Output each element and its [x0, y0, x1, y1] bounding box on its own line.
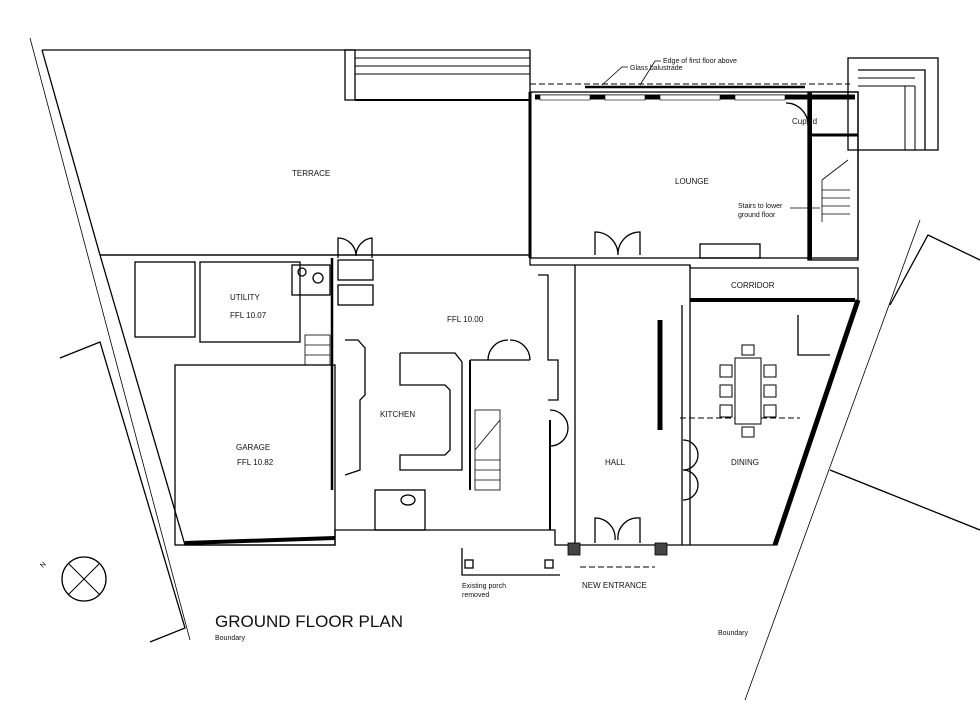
entrance-doors [594, 517, 641, 543]
corridor-label: CORRIDOR [731, 281, 775, 290]
plan-title: GROUND FLOOR PLAN [215, 612, 403, 631]
neighbour-building-left [59, 341, 186, 643]
left-boundary-line [29, 37, 191, 641]
utility-label: UTILITY [230, 293, 260, 302]
garage-walls [174, 364, 336, 546]
wc [374, 489, 426, 531]
utility-ffl: FFL 10.07 [230, 311, 267, 320]
porch-note-1: Existing porch [462, 583, 506, 590]
kitchen-doors [337, 237, 373, 258]
kitchen-label: KITCHEN [380, 410, 415, 419]
terrace-outline [41, 49, 531, 256]
new-entrance-label: NEW ENTRANCE [582, 581, 647, 590]
north-label: N [39, 561, 48, 570]
main-stairs [474, 409, 501, 491]
neighbour-building-right-lower [829, 469, 980, 531]
porch-note-2: removed [462, 592, 489, 599]
lower-ground-stairs [821, 159, 850, 222]
fireplace [699, 243, 761, 259]
north-arrow-icon: N [39, 556, 107, 602]
right-boundary-line [744, 219, 921, 701]
dining-table [719, 344, 777, 438]
stairs-note-1: Stairs to lower [738, 203, 783, 210]
utility-stairs [304, 334, 331, 366]
garage-label: GARAGE [236, 443, 270, 452]
cupboard-label: Cupb'd [792, 117, 817, 126]
lounge-doors [594, 231, 641, 256]
dining-label: DINING [731, 458, 759, 467]
kitchen-island [399, 352, 463, 471]
removed-porch-outline [461, 548, 560, 576]
hall-label: HALL [605, 458, 626, 467]
boundary-left-label: Boundary [215, 635, 245, 642]
edge-first-floor-text: Edge of first floor above [663, 58, 737, 65]
boundary-right-label: Boundary [718, 630, 748, 637]
stairs-note-2: ground floor [738, 212, 776, 219]
glass-balustrade-label: Glass balustrade [630, 65, 683, 72]
lounge-label: LOUNGE [675, 177, 709, 186]
terrace-stairs [344, 49, 530, 101]
kitchen-ffl: FFL 10.00 [447, 315, 484, 324]
external-stairs-right [847, 57, 939, 151]
terrace-label: TERRACE [292, 169, 330, 178]
kitchen-units-left [344, 339, 366, 476]
kitchen-units-right [538, 274, 559, 401]
garage-ffl: FFL 10.82 [237, 458, 274, 467]
neighbour-building-right [889, 234, 980, 306]
utility-walls [199, 261, 301, 343]
